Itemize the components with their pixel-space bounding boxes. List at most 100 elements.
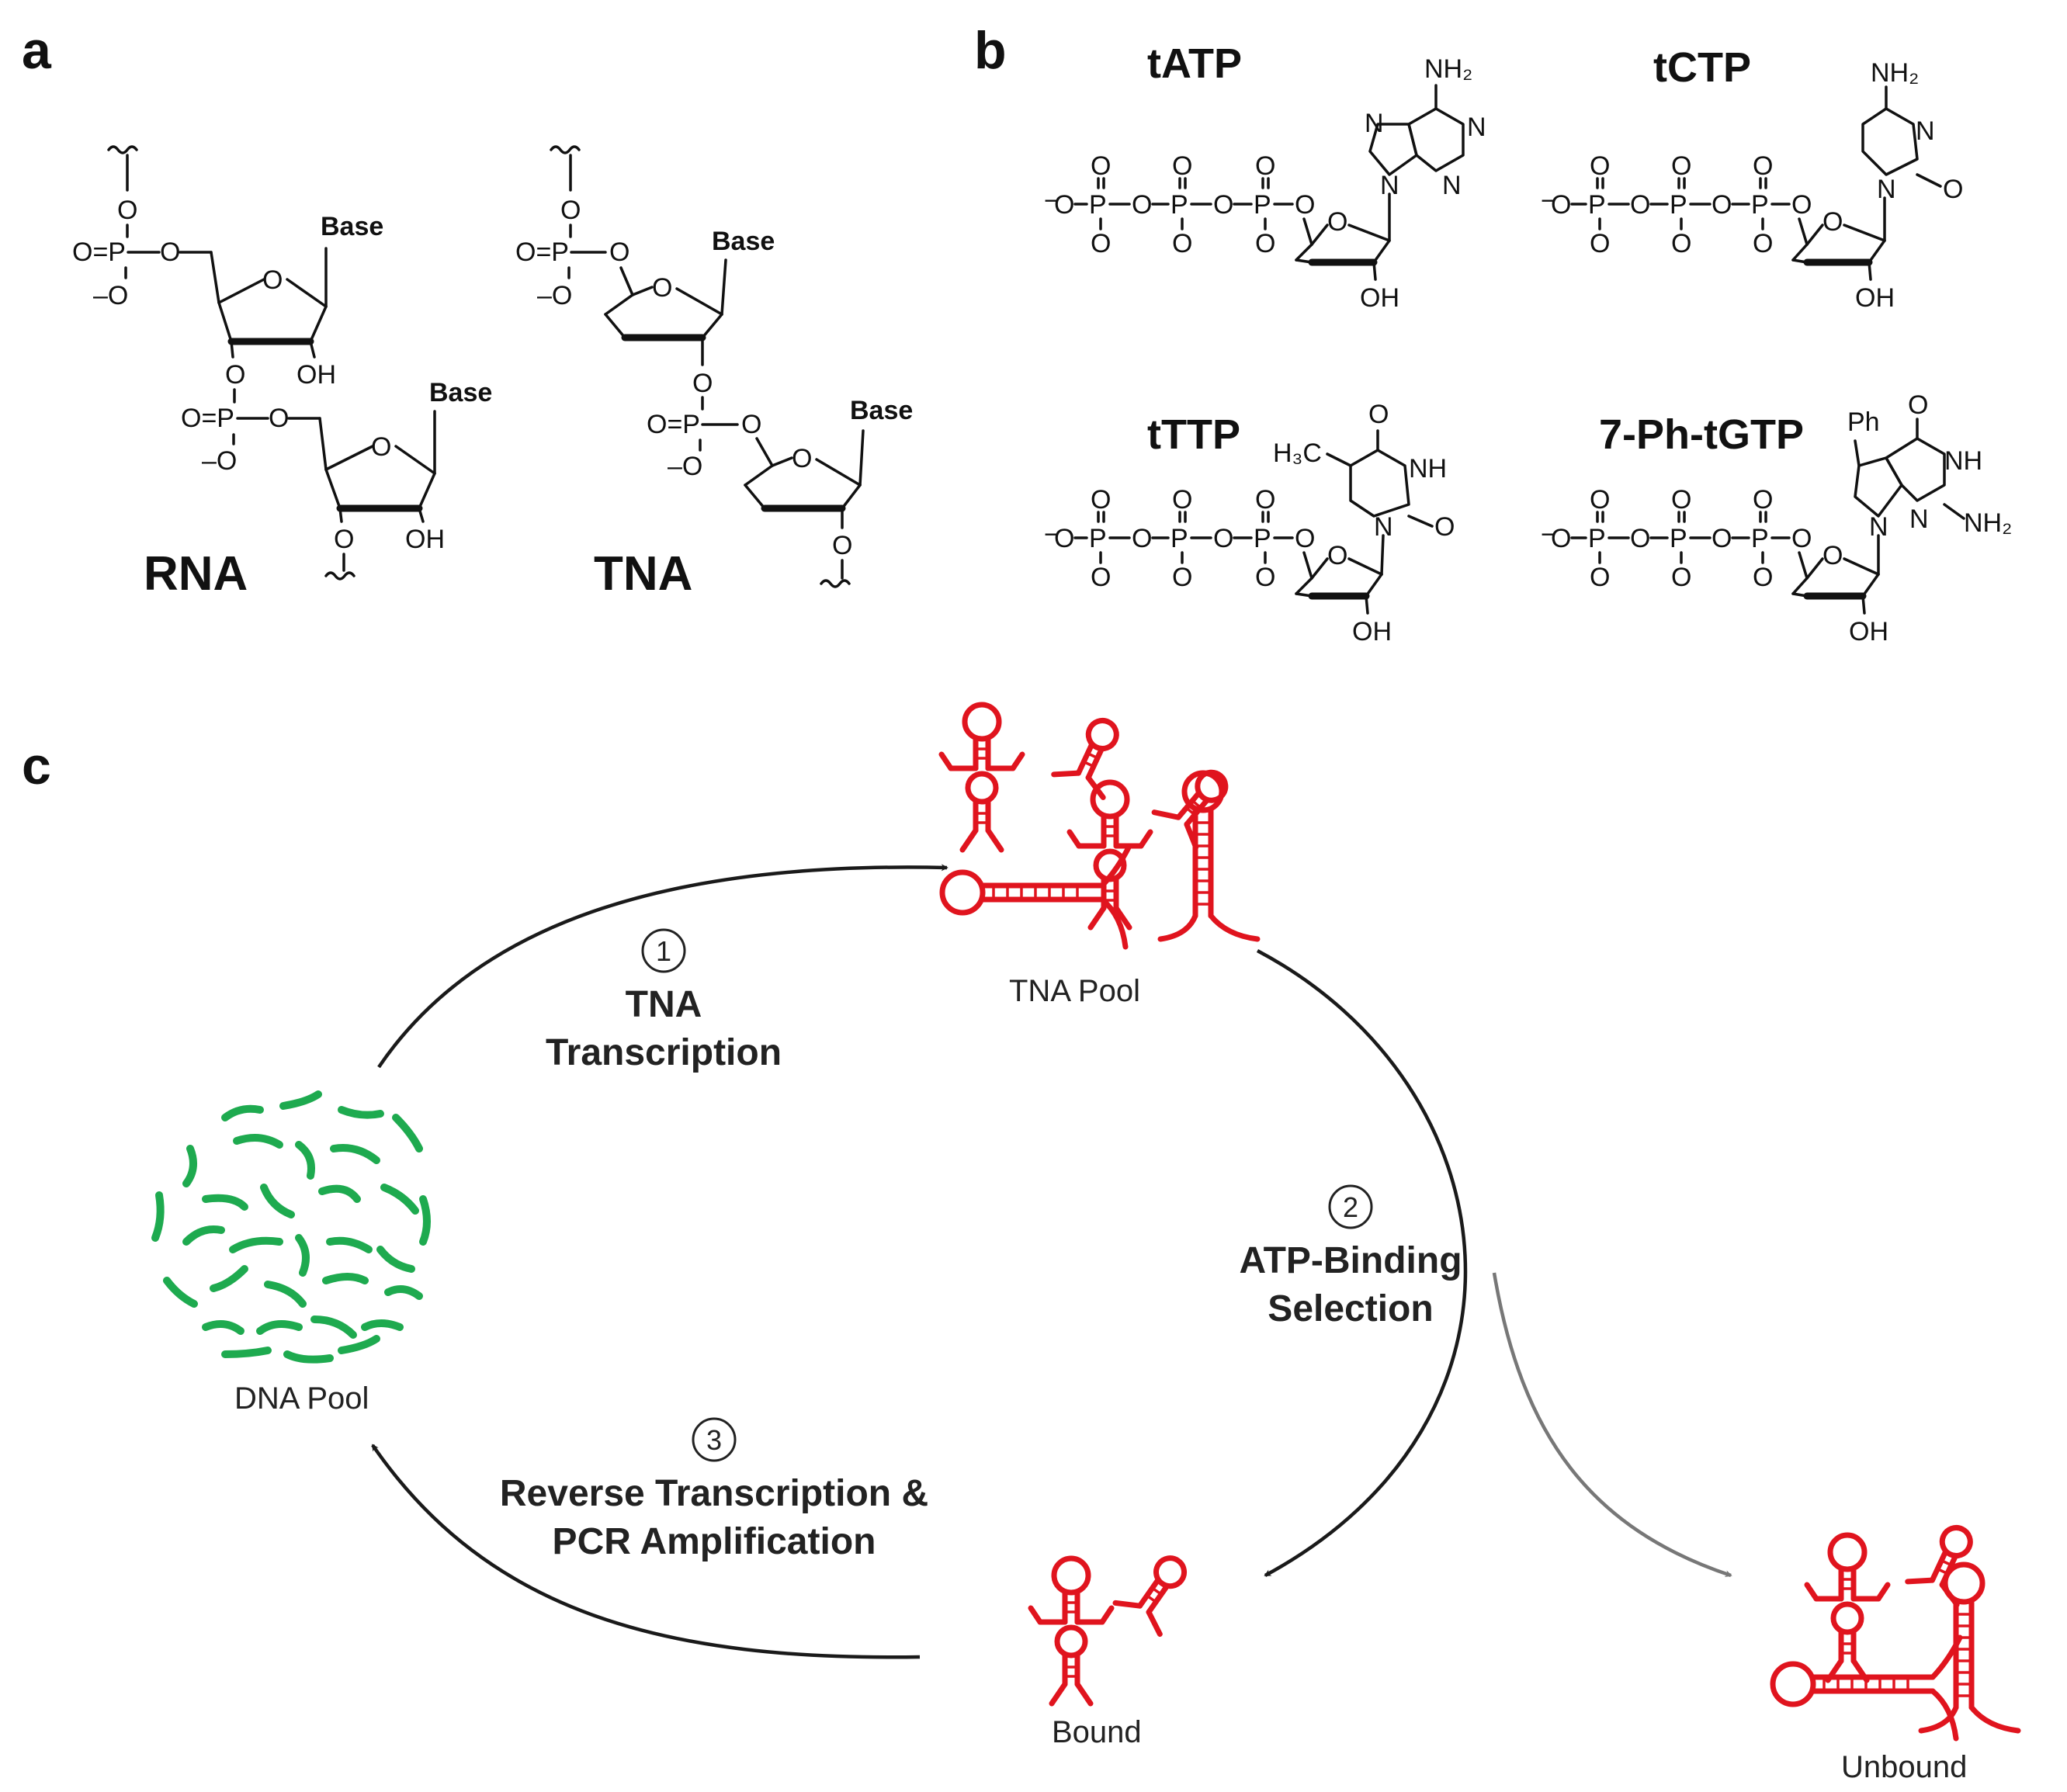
svg-text:O: O bbox=[1822, 207, 1843, 237]
svg-text:Base: Base bbox=[850, 396, 913, 425]
svg-text:O: O bbox=[1908, 390, 1928, 420]
step-3-badge bbox=[692, 1417, 737, 1462]
arrow-tna-transcription bbox=[377, 864, 949, 1069]
svg-text:O: O bbox=[1671, 563, 1691, 592]
svg-text:O: O bbox=[1753, 485, 1773, 515]
dna-pool-strands bbox=[151, 1090, 431, 1364]
step-2-line1: ATP-Binding bbox=[1239, 1240, 1462, 1281]
step-1-line2: Transcription bbox=[546, 1032, 782, 1073]
svg-text:NH₂: NH₂ bbox=[1964, 508, 2012, 538]
svg-text:O: O bbox=[1132, 190, 1152, 220]
svg-text:–O: –O bbox=[668, 452, 702, 481]
svg-text:O: O bbox=[1213, 524, 1233, 553]
svg-text:O: O bbox=[1255, 485, 1275, 515]
step-1-badge bbox=[641, 928, 686, 973]
svg-text:O: O bbox=[1630, 524, 1650, 553]
tna-pool-label: TNA Pool bbox=[1009, 974, 1140, 1008]
step-1-number: 1 bbox=[656, 935, 671, 967]
svg-text:O: O bbox=[1255, 151, 1275, 181]
svg-text:O: O bbox=[1671, 485, 1691, 515]
svg-text:P: P bbox=[1254, 524, 1271, 553]
step-3-number: 3 bbox=[706, 1424, 722, 1456]
7-ph-tgtp-name: 7-Ph-tGTP bbox=[1599, 411, 1804, 458]
svg-text:O: O bbox=[1091, 563, 1111, 592]
svg-text:N: N bbox=[1365, 109, 1384, 138]
tctp-name: tCTP bbox=[1653, 44, 1751, 91]
svg-text:O: O bbox=[741, 410, 761, 439]
svg-text:OH: OH bbox=[1849, 617, 1888, 646]
tttp-name: tTTP bbox=[1147, 411, 1240, 458]
svg-text:−: − bbox=[1541, 520, 1556, 549]
svg-text:O: O bbox=[371, 432, 391, 462]
svg-text:O: O bbox=[1172, 229, 1192, 258]
svg-text:O: O bbox=[1172, 151, 1192, 181]
svg-text:O: O bbox=[160, 237, 180, 267]
svg-text:O: O bbox=[1753, 151, 1773, 181]
svg-text:O: O bbox=[1630, 190, 1650, 220]
svg-text:Base: Base bbox=[321, 212, 383, 241]
tna-label: TNA bbox=[594, 547, 692, 601]
svg-text:P: P bbox=[1588, 524, 1606, 553]
svg-text:O: O bbox=[1327, 541, 1347, 570]
svg-text:OH: OH bbox=[405, 525, 445, 554]
svg-text:O: O bbox=[1822, 541, 1843, 570]
tttp-structure: tTTP − O P O O O P O O O P O O O O O bbox=[1044, 400, 1455, 646]
svg-text:O: O bbox=[1590, 485, 1610, 515]
unbound-molecules bbox=[1773, 1517, 2018, 1738]
svg-text:P: P bbox=[1089, 190, 1107, 220]
svg-text:O: O bbox=[1551, 190, 1571, 220]
svg-text:P: P bbox=[1588, 190, 1606, 220]
svg-text:O: O bbox=[1213, 190, 1233, 220]
svg-text:P: P bbox=[1089, 524, 1107, 553]
svg-text:H₃C: H₃C bbox=[1273, 438, 1322, 468]
svg-text:O: O bbox=[1054, 190, 1074, 220]
svg-text:P: P bbox=[1670, 190, 1687, 220]
svg-text:O: O bbox=[1712, 190, 1732, 220]
svg-text:O: O bbox=[1327, 207, 1347, 237]
arrow-reverse-transcription bbox=[371, 1444, 921, 1659]
svg-text:O: O bbox=[1671, 151, 1691, 181]
svg-text:O: O bbox=[1172, 485, 1192, 515]
svg-text:−: − bbox=[1044, 520, 1060, 549]
7-ph-tgtp-structure: 7-Ph-tGTP − O P O O O P O O O P O O O O bbox=[1541, 390, 2012, 646]
svg-text:N: N bbox=[1916, 116, 1935, 146]
svg-text:O: O bbox=[262, 265, 283, 295]
svg-text:O: O bbox=[1255, 563, 1275, 592]
svg-text:O: O bbox=[832, 531, 852, 560]
arrow-selection-unbound bbox=[1492, 1272, 1732, 1578]
panel-b-letter: b bbox=[974, 21, 1007, 80]
svg-text:Ph: Ph bbox=[1847, 407, 1880, 437]
svg-text:O: O bbox=[1434, 512, 1455, 542]
svg-text:NH₂: NH₂ bbox=[1424, 54, 1472, 84]
svg-text:P: P bbox=[1751, 524, 1769, 553]
svg-text:P: P bbox=[1254, 190, 1271, 220]
rna-label: RNA bbox=[144, 547, 248, 601]
svg-text:NH: NH bbox=[1944, 446, 1982, 476]
svg-text:OH: OH bbox=[1352, 617, 1392, 646]
svg-text:P: P bbox=[1170, 190, 1188, 220]
svg-text:O: O bbox=[692, 369, 713, 398]
svg-text:OH: OH bbox=[1855, 283, 1895, 313]
rna-structure: O O=P O –O O Base OH O O=P O –O O bbox=[72, 145, 492, 581]
svg-text:–O: –O bbox=[202, 446, 237, 476]
step-1-line1: TNA bbox=[626, 984, 702, 1025]
svg-text:N: N bbox=[1374, 512, 1393, 542]
step-3: 3 Reverse Transcription & PCR Amplificat… bbox=[500, 1417, 928, 1562]
svg-text:O: O bbox=[269, 404, 289, 433]
svg-text:N: N bbox=[1877, 175, 1896, 204]
svg-text:O: O bbox=[1791, 190, 1812, 220]
svg-text:O: O bbox=[1671, 229, 1691, 258]
svg-text:O: O bbox=[225, 360, 245, 390]
svg-text:O: O bbox=[1551, 524, 1571, 553]
bound-label: Bound bbox=[1052, 1715, 1142, 1749]
dna-pool-label: DNA Pool bbox=[234, 1381, 369, 1416]
svg-text:−: − bbox=[1044, 186, 1060, 216]
tna-pool-molecules bbox=[942, 705, 1257, 947]
svg-text:O: O bbox=[1091, 151, 1111, 181]
unbound-label: Unbound bbox=[1841, 1750, 1967, 1784]
svg-text:O: O bbox=[1255, 229, 1275, 258]
svg-text:O=P: O=P bbox=[72, 237, 126, 267]
svg-text:N: N bbox=[1467, 113, 1486, 142]
svg-text:O: O bbox=[1295, 190, 1315, 220]
step-1: 1 TNA Transcription bbox=[546, 928, 782, 1073]
